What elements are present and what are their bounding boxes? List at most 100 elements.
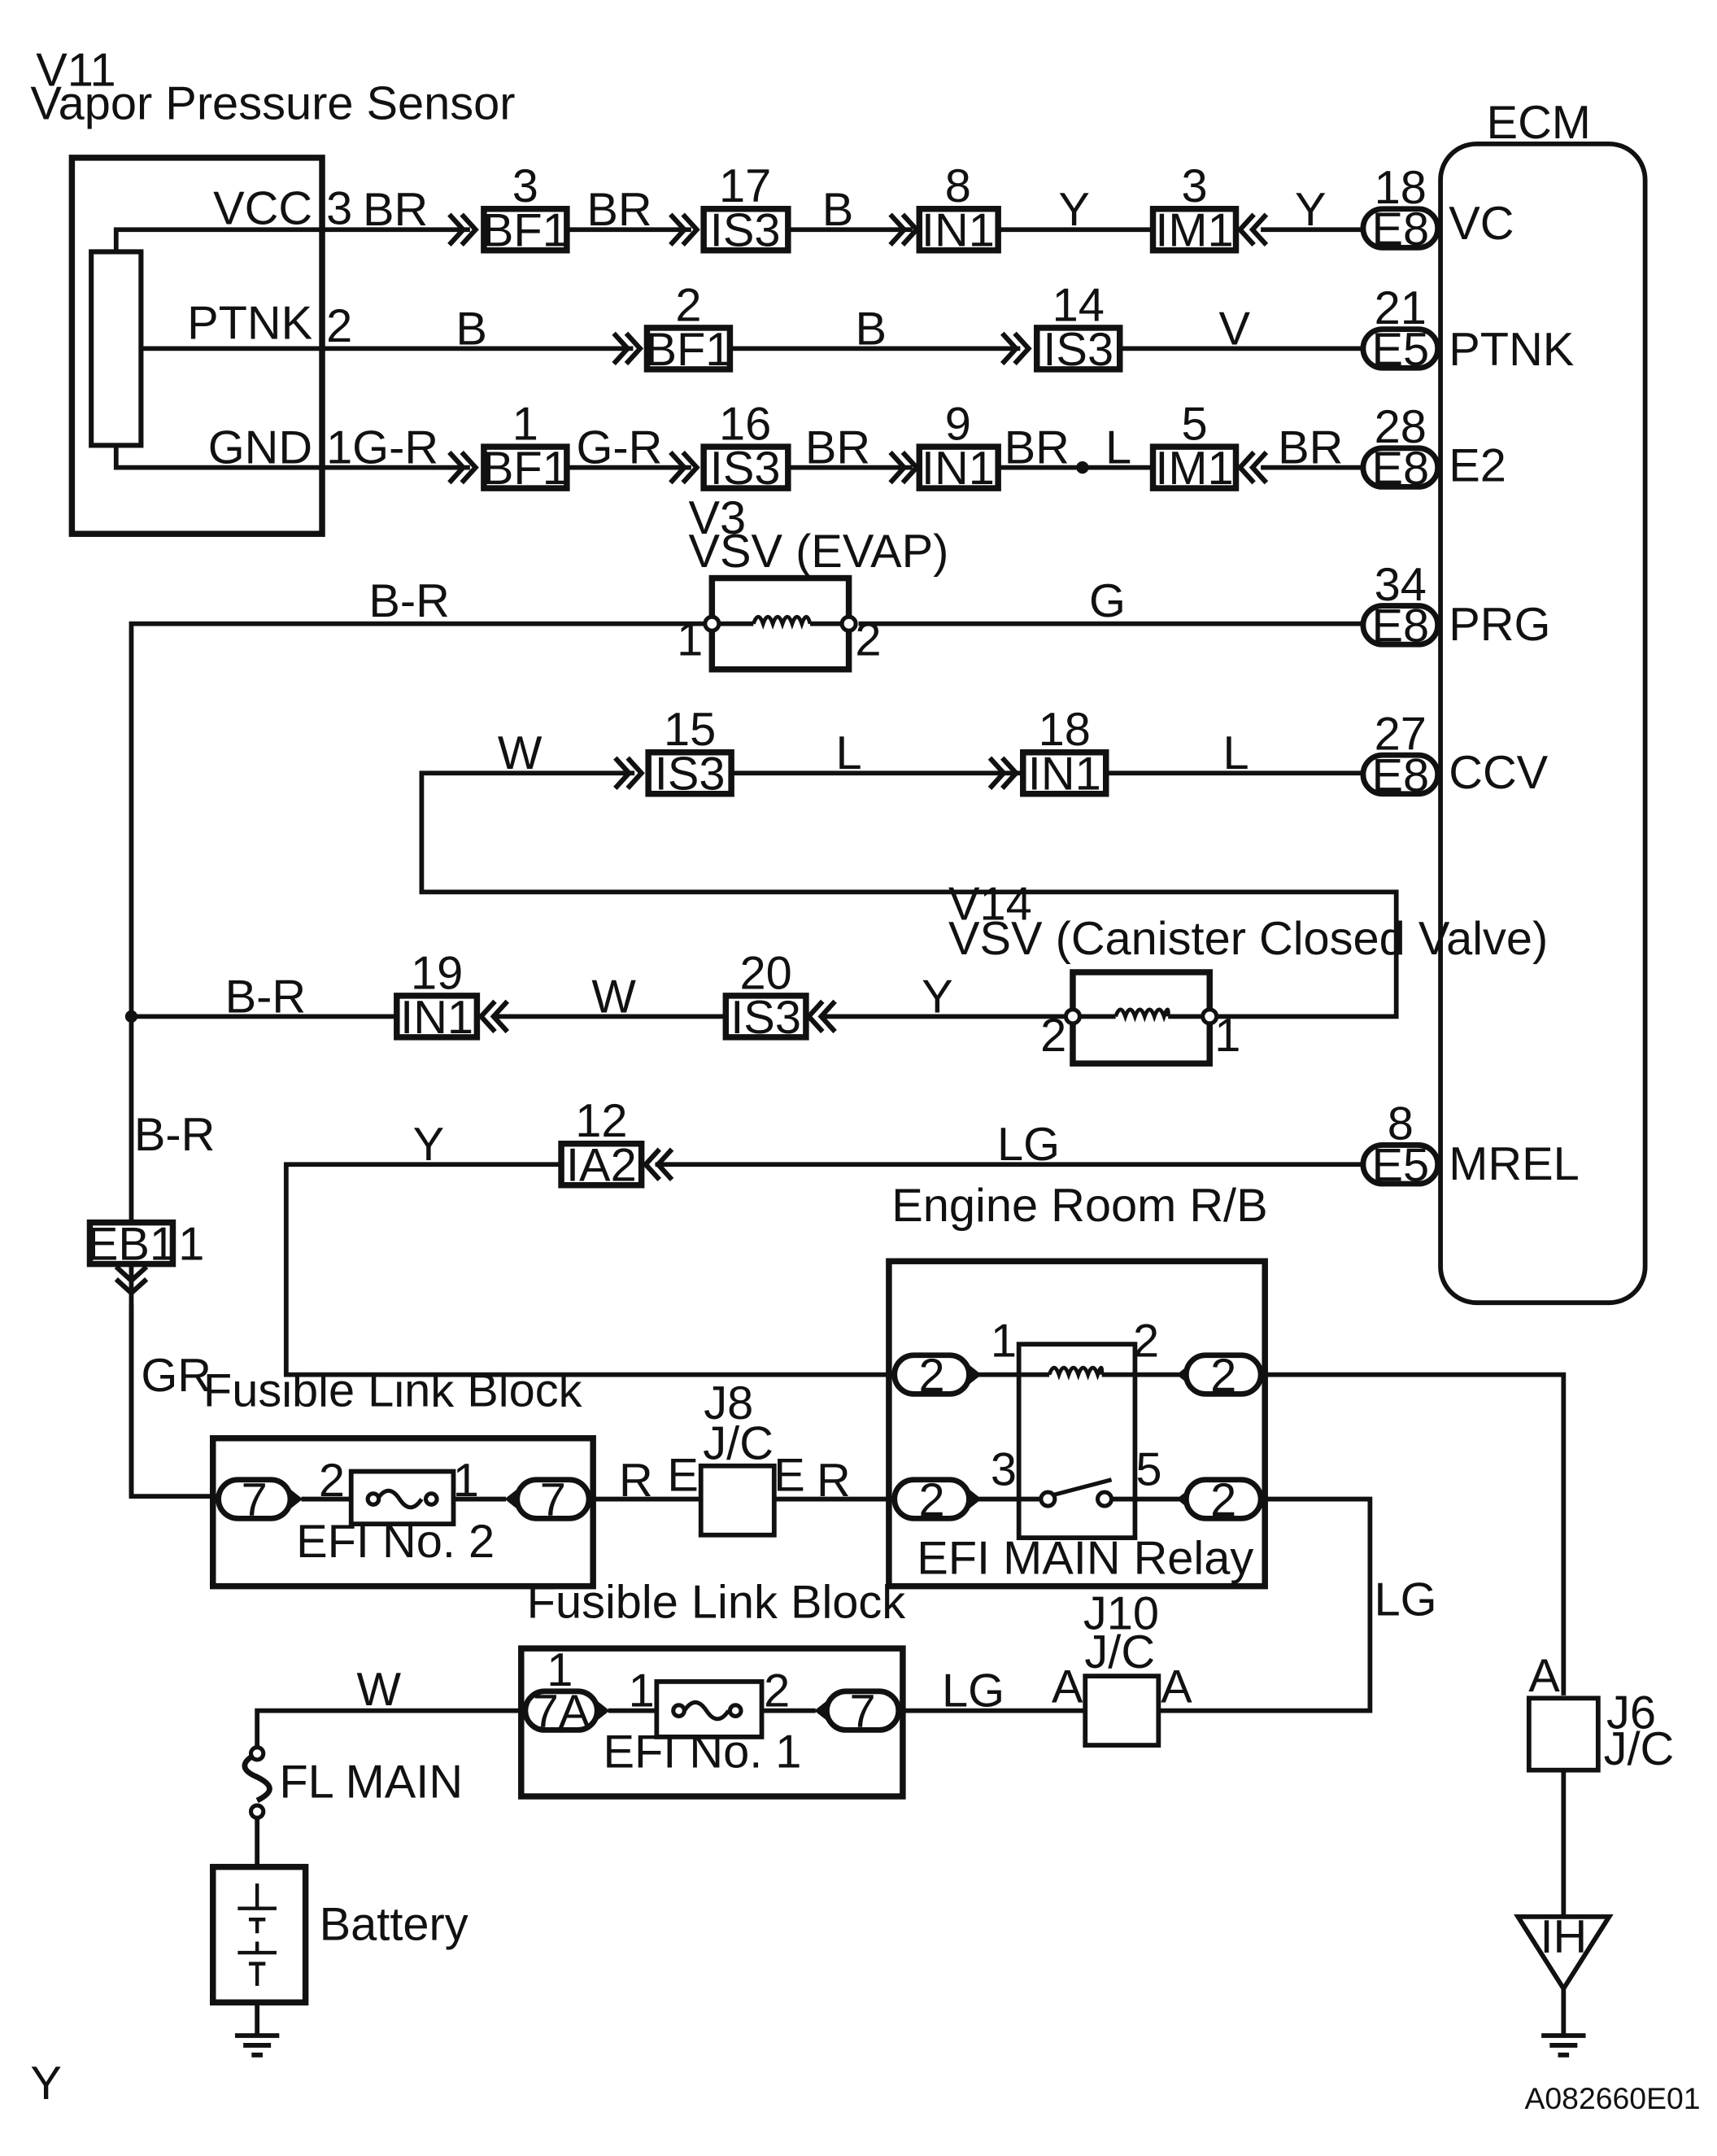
fuse-label: EFI No. 2 — [296, 1516, 495, 1568]
pin-number: 18 — [1039, 704, 1091, 756]
connector-is3 — [700, 443, 791, 491]
ecm-terminal-e2: E8 28 E2 — [1360, 401, 1506, 495]
battery-cell-icon — [238, 1883, 277, 1986]
pin-number: 1 — [547, 1644, 573, 1696]
pin-number: 14 — [1052, 279, 1105, 331]
pin-number: 12 — [575, 1095, 627, 1147]
vsv-evap-pin-2 — [839, 614, 858, 633]
ecm-connector-label: E8 — [1371, 749, 1429, 801]
wire-color: W — [591, 971, 636, 1023]
connector-label: 2 — [919, 1350, 945, 1402]
wire-color: Y — [413, 1119, 445, 1171]
ecm-title: ECM — [1487, 97, 1591, 149]
ecm-terminal-name: PRG — [1449, 599, 1550, 651]
ecm-terminal-mrel: E5 8 MREL — [1360, 1098, 1580, 1192]
sensor-pin-gnd-name: GND — [208, 421, 312, 474]
sensor-pin-ptnk-number: 2 — [326, 300, 352, 352]
wire-color: BR — [363, 184, 428, 236]
ecm-terminal-name: VC — [1449, 198, 1514, 250]
fusible-link-block-2: Fusible Link Block 7A 1 7 1 2 EFI No. 1 — [518, 1577, 906, 1800]
wire-color: B-R — [368, 575, 449, 627]
junction-type: J/C — [1604, 1723, 1675, 1775]
pin-number: 15 — [664, 704, 716, 756]
pin-number: 1 — [991, 1315, 1017, 1367]
connector-label: IS3 — [1043, 324, 1113, 376]
pin-number: 1 — [677, 614, 703, 666]
wire-mrel — [283, 1162, 1363, 1377]
junction-type: J/C — [703, 1417, 774, 1469]
wire-w-b — [1261, 1372, 1567, 1696]
junction-j6: A J6 J/C — [1526, 1650, 1675, 1775]
sensor-name: Vapor Pressure Sensor — [30, 77, 515, 129]
pin-number: 3 — [512, 160, 538, 212]
pin-number: 2 — [855, 614, 881, 666]
fuse-icon — [375, 1488, 424, 1510]
connector-in1 — [1020, 748, 1109, 797]
wire-color: V — [1219, 303, 1251, 355]
connector-is3 — [645, 748, 734, 797]
ground-ih: IH — [1513, 1911, 1614, 2058]
pin-number: 1 — [1214, 1010, 1240, 1062]
circuit-vc: BF1 3 IS3 17 IN1 8 IM1 3 BR BR B Y Y — [322, 160, 1363, 257]
fuse-terminal — [248, 1745, 266, 1762]
battery-body — [210, 1863, 309, 2005]
pin-number: 5 — [1181, 399, 1207, 451]
connector-ia2 — [558, 1140, 645, 1189]
pin-number: 20 — [739, 947, 791, 999]
connector-label: BF1 — [482, 205, 569, 257]
connector-label: 7 — [850, 1686, 876, 1738]
pin-number: 1 — [178, 1219, 204, 1271]
ecm-terminal-name: E2 — [1449, 440, 1506, 492]
circuit-ccv: IS3 15 IN1 18 W L L — [419, 704, 1399, 1019]
fuse-terminal — [248, 1803, 266, 1820]
wire-color: L — [1222, 727, 1249, 779]
wire-color: G — [1089, 575, 1126, 627]
fuse-terminal — [365, 1491, 381, 1507]
pin-number: 2 — [1133, 1315, 1159, 1367]
connector-label: IM1 — [1155, 205, 1233, 257]
circuit-prg: V3 VSV (EVAP) 1 2 B-R G — [129, 492, 1363, 1497]
vsv-evap-id: V3 — [688, 492, 746, 544]
connector-in1 — [916, 206, 1001, 254]
pin-number: 2 — [319, 1455, 345, 1507]
connector-label: 7 — [242, 1474, 268, 1526]
connector-eb1 — [86, 1219, 176, 1268]
ecm-body — [1438, 141, 1648, 1306]
pin-number: 2 — [764, 1665, 790, 1717]
junction-id: J8 — [704, 1377, 753, 1429]
junction-connector — [1083, 1674, 1161, 1748]
junction-connector — [698, 1463, 777, 1538]
power-wiring — [129, 1303, 1567, 1917]
connector-bf1 — [481, 206, 570, 254]
wire-color: BR — [805, 421, 870, 474]
wire-prg — [129, 621, 1363, 1497]
ecm-terminal-ptnk: E5 21 PTNK — [1360, 282, 1574, 376]
wire-color: G-R — [577, 421, 663, 474]
ground-point-icon — [1513, 1914, 1614, 1993]
footer-left-mark: Y — [30, 2058, 62, 2110]
ecm-connector-label: E5 — [1371, 324, 1429, 376]
ecm: ECM E8 18 VC E5 21 PTNK E8 28 E2 E8 34 P… — [1360, 97, 1648, 1306]
wire-ccv — [419, 770, 1399, 1019]
connector-label: IN1 — [1028, 748, 1101, 801]
connector-label: IN1 — [922, 443, 995, 495]
ecm-terminal-ccv: E8 27 CCV — [1360, 708, 1549, 801]
switch-contact-icon — [1095, 1490, 1114, 1508]
pin-number: 1 — [512, 399, 538, 451]
sensor-internal-wiring — [113, 227, 323, 470]
wire-color: W — [356, 1664, 401, 1716]
connector-label: IN1 — [922, 205, 995, 257]
battery-label: Battery — [320, 1899, 468, 1951]
wire-lg-relay — [1158, 1496, 1373, 1713]
connector-label: IM1 — [1155, 443, 1233, 495]
sensor-pin-vcc-name: VCC — [213, 182, 312, 234]
connector-is3 — [700, 206, 791, 254]
ecm-connector-label: E8 — [1371, 203, 1429, 255]
pin-number: 16 — [719, 399, 771, 451]
pin-number: 19 — [411, 947, 463, 999]
pin-number: 5 — [1135, 1444, 1161, 1496]
fusible-link-block-1: Fusible Link Block 7 7 2 1 EFI No. 2 — [203, 1365, 596, 1590]
fusible-link-block-title: Fusible Link Block — [203, 1365, 582, 1417]
pin-number: 1 — [453, 1455, 479, 1507]
connector-label: IS3 — [730, 992, 801, 1044]
